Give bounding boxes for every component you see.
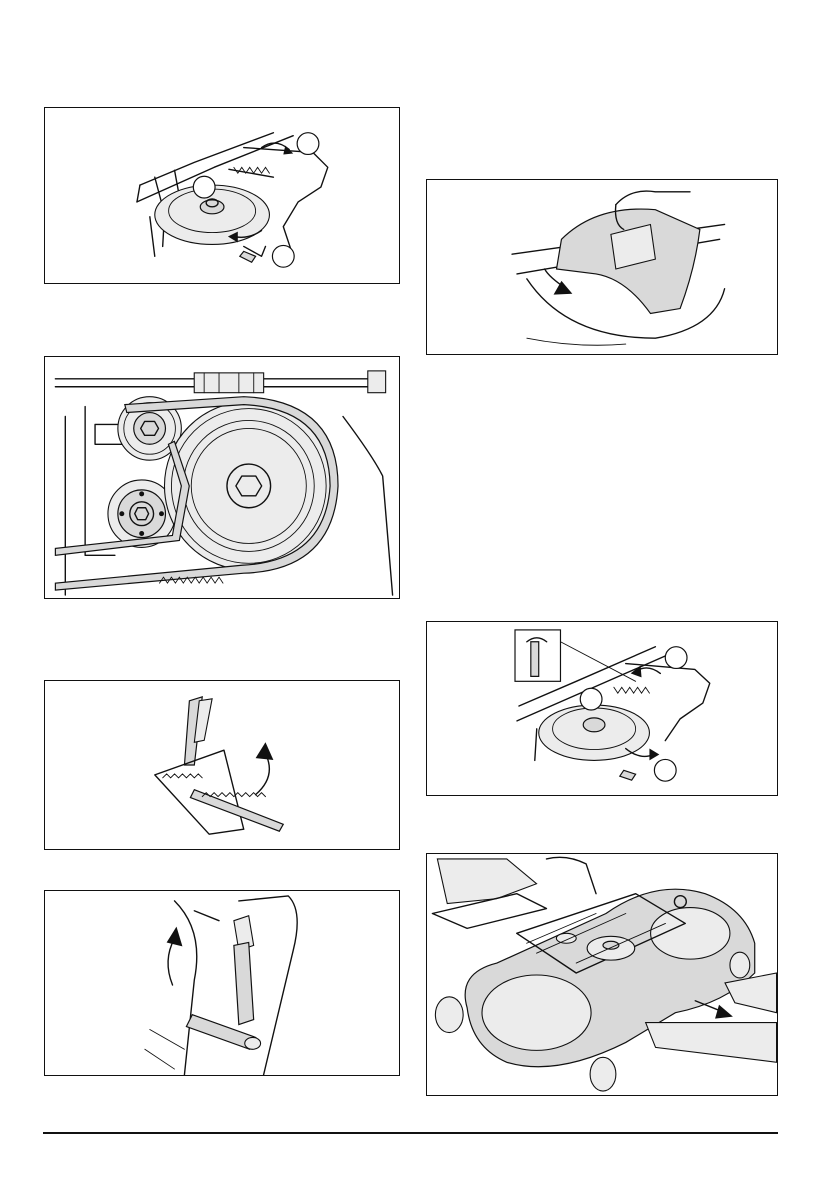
tractor-body	[432, 857, 596, 928]
arrow-icon	[649, 749, 659, 761]
belt-lever-illustration	[45, 108, 399, 283]
figure-cover-removal	[426, 179, 778, 355]
arrow-icon	[167, 927, 183, 947]
arrow-icon	[168, 938, 174, 984]
figure-lever-lift	[44, 680, 400, 850]
lever-lift-illustration	[45, 681, 399, 849]
panel-edge	[175, 901, 197, 1075]
callout-circle-icon	[297, 133, 319, 155]
belt-routing-illustration	[45, 357, 399, 598]
pulley	[539, 705, 650, 760]
rod	[55, 371, 385, 393]
arrow-icon	[715, 1005, 733, 1019]
inset-detail	[515, 630, 636, 681]
callout-circle-icon	[665, 647, 687, 669]
belt-lever-inset-illustration	[427, 622, 777, 795]
arrow-icon	[631, 665, 642, 677]
lever-handle	[190, 790, 283, 832]
callout-circle-icon	[272, 245, 294, 267]
spring	[229, 167, 273, 177]
spring	[614, 687, 650, 693]
lever-handle	[620, 770, 636, 780]
arrow-icon	[256, 742, 274, 760]
handle-raise-illustration	[45, 891, 399, 1075]
hand	[616, 191, 690, 205]
figure-belt-routing	[44, 356, 400, 599]
arrow-icon	[554, 281, 573, 295]
callout-circle-icon	[654, 759, 676, 781]
callout-circle-icon	[580, 688, 602, 710]
figure-handle-raise	[44, 890, 400, 1076]
cover-removal-illustration	[427, 180, 777, 354]
callout-circle-icon	[193, 176, 215, 198]
footer-rule	[43, 1132, 778, 1134]
figure-belt-lever-inset	[426, 621, 778, 796]
lever-handle	[240, 251, 256, 262]
handle-shaft	[234, 942, 254, 1024]
deck-removal-illustration	[427, 854, 777, 1095]
figure-deck-removal	[426, 853, 778, 1096]
figure-belt-lever-release	[44, 107, 400, 284]
